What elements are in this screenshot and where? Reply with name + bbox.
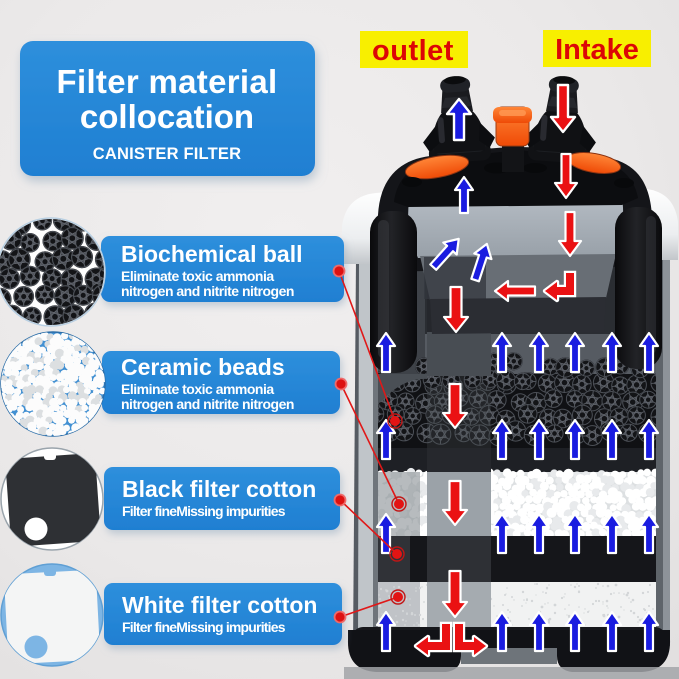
svg-text:Filter material: Filter material [57,63,278,100]
svg-text:Biochemical ball: Biochemical ball [121,241,303,267]
svg-text:nitrogen and nitrite nitrogen: nitrogen and nitrite nitrogen [121,283,294,299]
svg-text:Ceramic beads: Ceramic beads [121,354,285,380]
svg-text:Intake: Intake [555,34,639,66]
svg-text:White filter cotton: White filter cotton [122,592,317,618]
svg-text:collocation: collocation [80,98,254,135]
svg-text:CANISTER FILTER: CANISTER FILTER [93,145,241,163]
svg-text:Filter fineMissing impurities: Filter fineMissing impurities [122,503,286,519]
svg-text:Eliminate toxic ammonia: Eliminate toxic ammonia [121,268,274,284]
svg-text:Filter fineMissing impurities: Filter fineMissing impurities [122,619,286,635]
svg-text:Eliminate toxic ammonia: Eliminate toxic ammonia [121,381,274,397]
svg-text:nitrogen and nitrite nitrogen: nitrogen and nitrite nitrogen [121,396,294,412]
svg-text:Black filter cotton: Black filter cotton [122,476,316,502]
svg-text:outlet: outlet [372,35,454,67]
